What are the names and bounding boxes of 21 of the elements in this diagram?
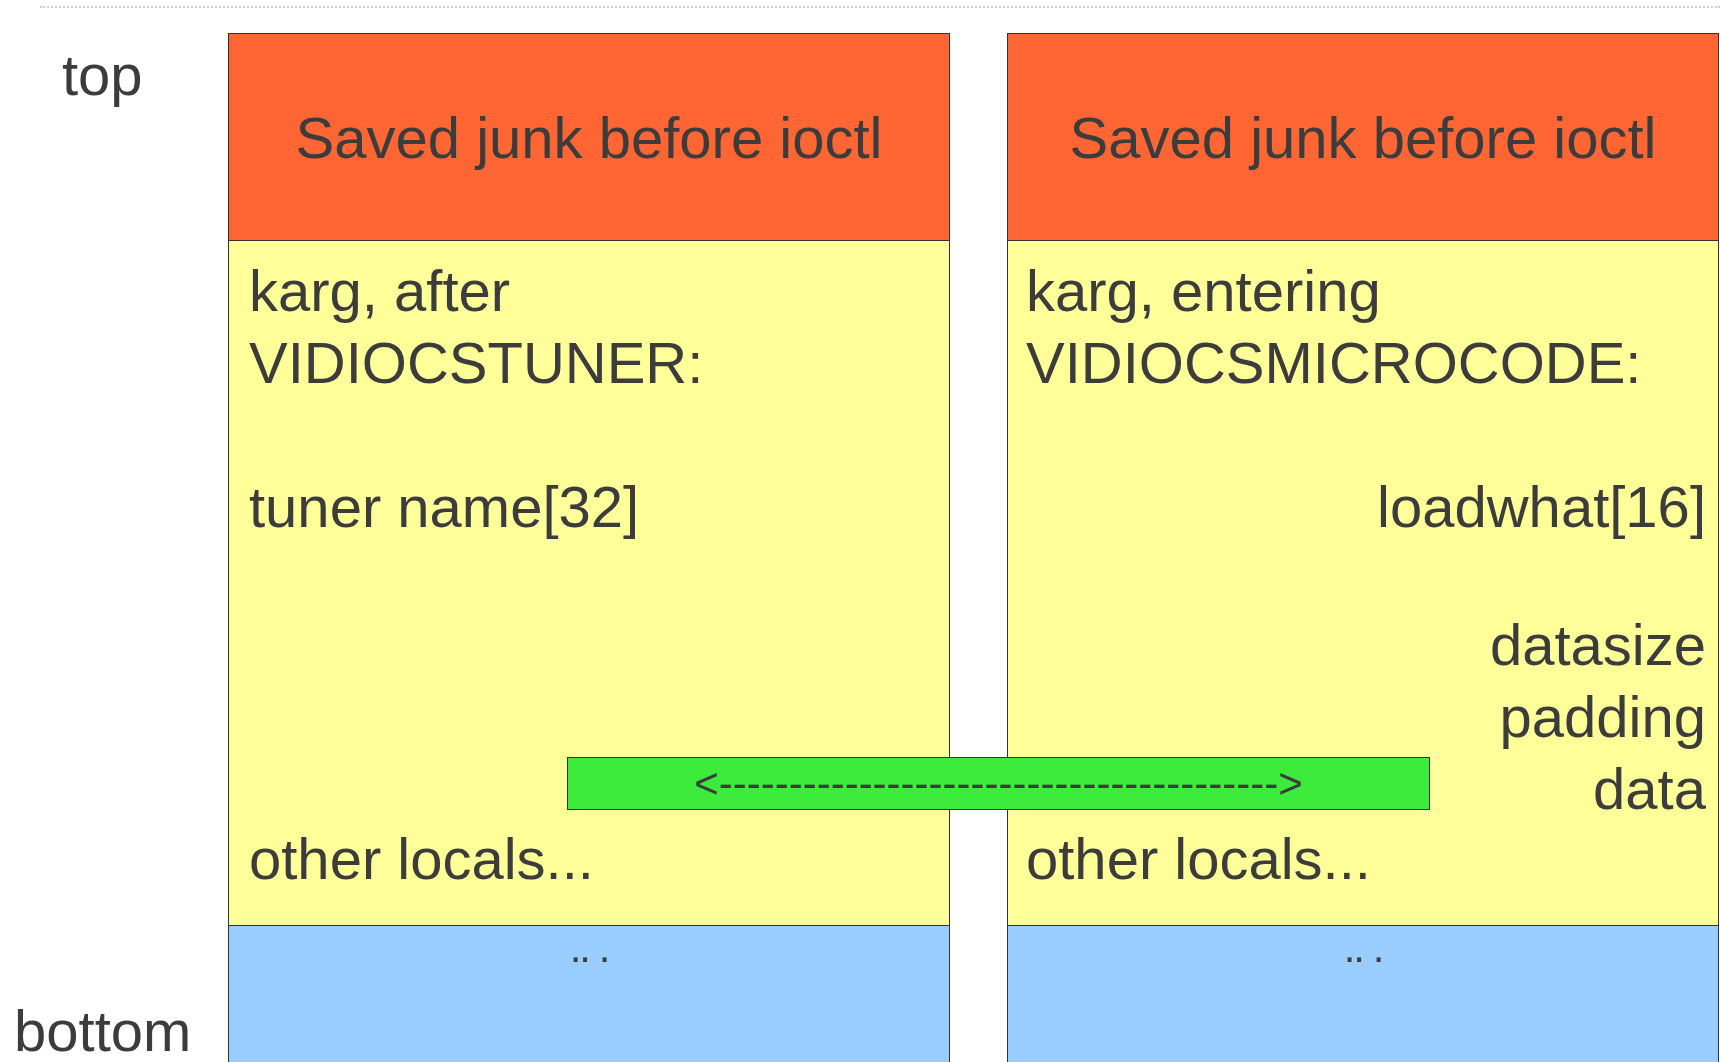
ellipsis-dots: .. . (1342, 923, 1384, 973)
field-label: datasize (1489, 611, 1706, 679)
frame-title: Saved junk before ioctl (294, 104, 884, 172)
stack-frame-header (1007, 33, 1719, 241)
stack-frame-header (228, 33, 950, 241)
field-label: padding (1499, 683, 1706, 751)
field-label: data (1593, 755, 1706, 823)
field-label: other locals... (249, 825, 595, 893)
field-label: loadwhat[16] (1377, 473, 1706, 541)
stack-below-region (1007, 925, 1719, 1062)
field-label: other locals... (1026, 825, 1372, 893)
overlap-arrow-text: <----------------------------------------> (693, 759, 1304, 809)
field-label: karg, after VIDIOCSTUNER: (249, 257, 705, 397)
ellipsis-dots: .. . (568, 923, 610, 973)
field-label: karg, entering VIDIOCSMICROCODE: (1026, 257, 1643, 397)
frame-title: Saved junk before ioctl (1068, 104, 1658, 172)
field-label: tuner name[32] (249, 473, 641, 541)
stack-direction-label: top (62, 42, 143, 108)
stack-below-region (228, 925, 950, 1062)
stack-direction-label: bottom (14, 998, 192, 1062)
overlap-bar (567, 757, 1430, 810)
